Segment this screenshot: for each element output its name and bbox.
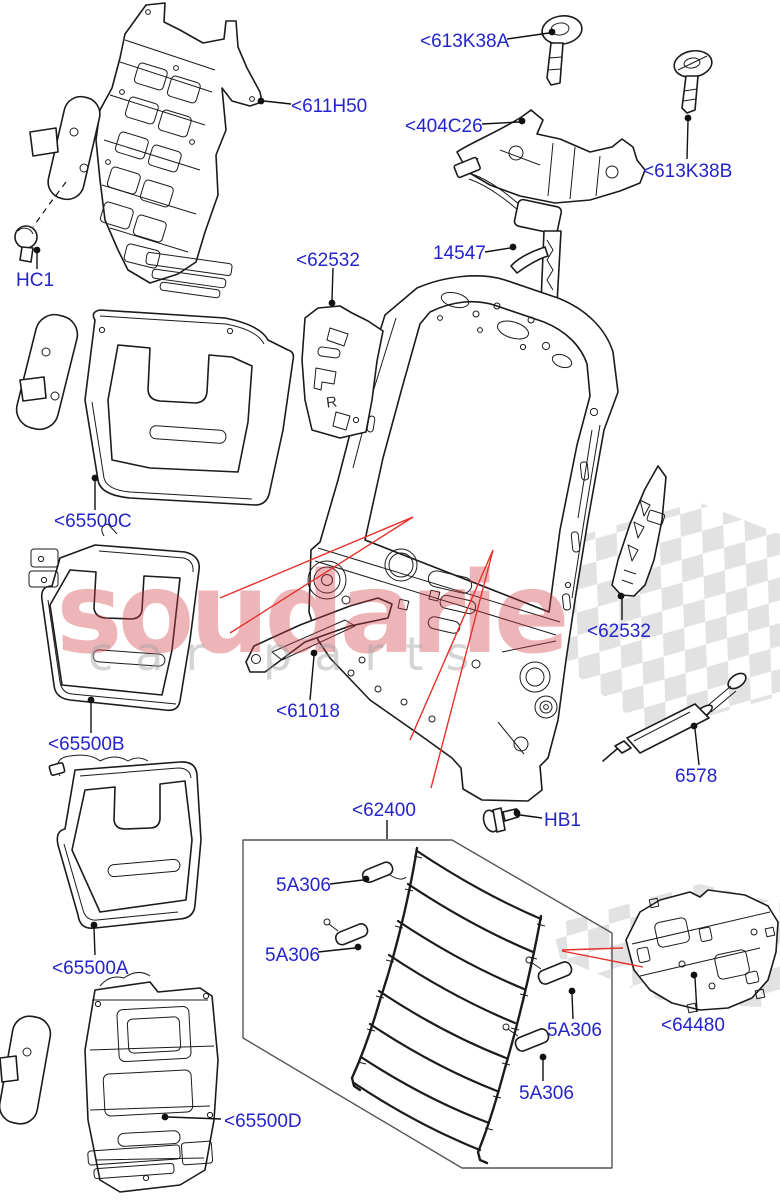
watermark-subtitle-text: car parts (88, 627, 491, 681)
part-label-65500A[interactable]: <65500A (52, 958, 129, 979)
part-label-62400[interactable]: <62400 (352, 800, 416, 821)
part-drawing-5A306-clip-3 (525, 956, 573, 985)
part-drawing-64480 (625, 889, 779, 1014)
part-label-HC1: HC1 (16, 270, 54, 291)
part-drawing-6578 (602, 672, 747, 762)
leader-lines (32, 28, 700, 1121)
part-drawing-65500C (15, 309, 295, 506)
part-drawing-613K38B (673, 49, 713, 114)
part-label-5A306-2: 5A306 (265, 945, 320, 966)
part-drawing-HC1 (14, 225, 38, 263)
part-label-611H50[interactable]: <611H50 (291, 96, 367, 117)
part-drawing-62532-left: R (301, 305, 384, 439)
part-label-65500B[interactable]: <65500B (48, 734, 125, 755)
part-label-HB1: HB1 (544, 810, 581, 831)
callout-lines (219, 516, 644, 968)
part-label-61018[interactable]: <61018 (276, 701, 340, 722)
part-label-62532-right[interactable]: <62532 (587, 621, 651, 642)
part-label-613K38B[interactable]: <613K38B (643, 161, 732, 182)
part-drawing-62400-group (242, 839, 613, 1169)
part-label-64480[interactable]: <64480 (661, 1015, 725, 1036)
part-labels: <611H50 <613K38A <404C26 <613K38B 14547 … (16, 31, 732, 1132)
part-drawing-14547 (453, 156, 563, 305)
part-label-5A306-1: 5A306 (276, 875, 331, 896)
part-drawing-seat-frame (307, 275, 619, 802)
part-label-65500D[interactable]: <65500D (224, 1111, 302, 1132)
part-label-6578: 6578 (675, 766, 717, 787)
part-drawing-62400-grid (350, 846, 546, 1165)
part-label-14547: 14547 (433, 243, 486, 264)
part-label-613K38A[interactable]: <613K38A (420, 31, 510, 52)
part-label-404C26[interactable]: <404C26 (405, 116, 483, 137)
part-label-62532-left[interactable]: <62532 (296, 250, 360, 271)
trim-marking-r: R (325, 393, 338, 411)
part-drawing-61018 (245, 597, 393, 673)
part-drawing-65500D (0, 972, 219, 1193)
part-drawing-5A306-clip-2 (323, 918, 369, 946)
part-drawing-611H50 (29, 2, 263, 299)
part-drawing-613K38A (541, 15, 583, 86)
part-drawing-62532-right (611, 465, 667, 597)
part-label-5A306-3: 5A306 (547, 1020, 602, 1041)
part-label-5A306-4: 5A306 (519, 1083, 574, 1104)
part-label-65500C[interactable]: <65500C (54, 511, 132, 532)
part-drawing-65500A (48, 754, 202, 930)
part-drawing-5A306-clip-4 (502, 1023, 550, 1052)
watermark: soudarie car parts (56, 549, 570, 681)
part-drawing-65500B (28, 523, 201, 712)
